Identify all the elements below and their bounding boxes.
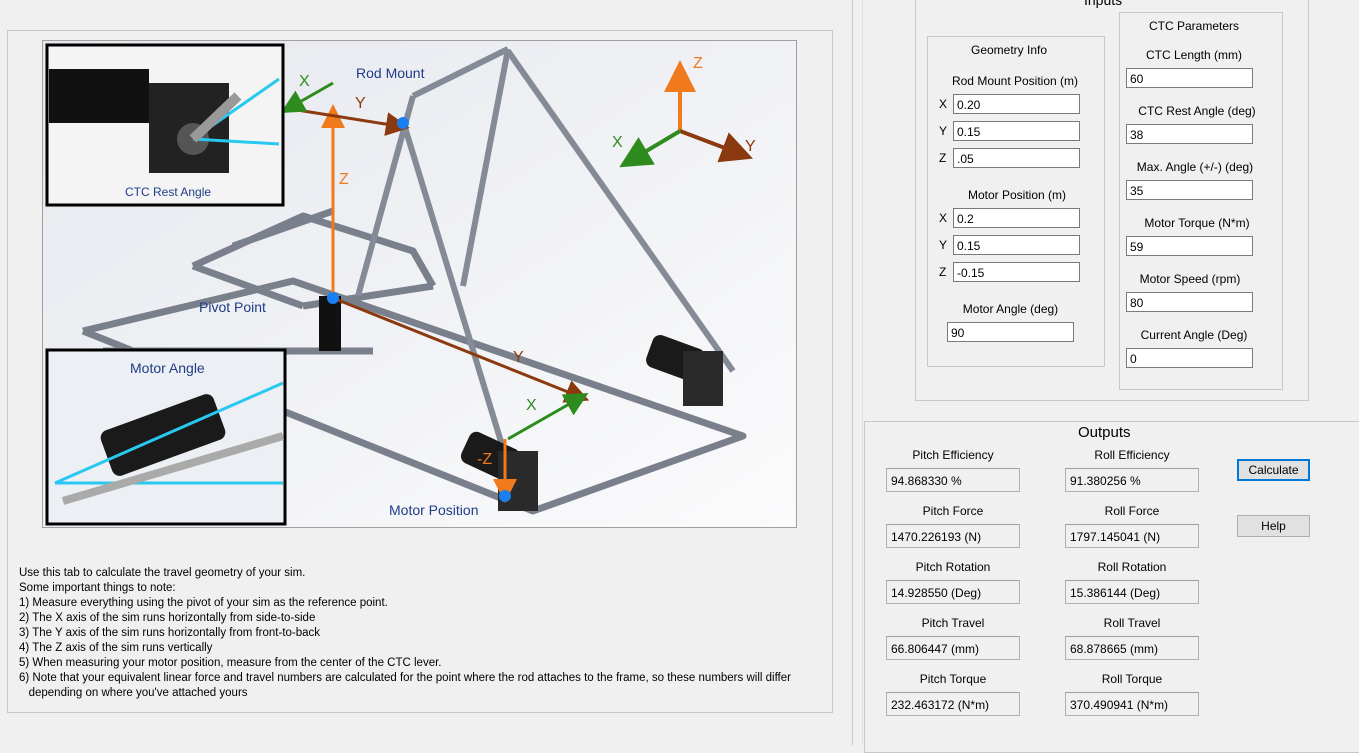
instruction-line: depending on where you've attached yours bbox=[19, 687, 248, 699]
rod-x-vector bbox=[280, 81, 334, 113]
roll-efficiency-label: Roll Efficiency bbox=[1094, 448, 1170, 462]
pitch-torque-value: 232.463172 (N*m) bbox=[886, 692, 1020, 716]
motor-neg-z-label: -Z bbox=[477, 451, 493, 468]
ctc-length-label: CTC Length (mm) bbox=[1145, 48, 1243, 62]
instruction-line: 3) The Y axis of the sim runs horizontal… bbox=[19, 627, 321, 639]
pitch-force-value: 1470.226193 (N) bbox=[886, 524, 1020, 548]
calculate-button[interactable]: Calculate bbox=[1237, 459, 1310, 481]
motor-angle-input[interactable]: 90 bbox=[947, 322, 1074, 342]
pivot-post bbox=[319, 296, 341, 351]
pitch-efficiency-value: 94.868330 % bbox=[886, 468, 1020, 492]
ctc-length-input[interactable]: 60 bbox=[1126, 68, 1253, 88]
motor-y-vector bbox=[332, 296, 590, 403]
instruction-line: 6) Note that your equivalent linear forc… bbox=[19, 672, 791, 684]
motor-position-marker bbox=[499, 490, 511, 502]
instruction-line: Use this tab to calculate the travel geo… bbox=[19, 567, 306, 579]
roll-travel-value: 68.878665 (mm) bbox=[1065, 636, 1199, 660]
pivot-point-marker bbox=[327, 292, 339, 304]
rod-y-axis-label: Y bbox=[939, 124, 948, 138]
motor-right bbox=[646, 335, 723, 406]
rod-mount-x-input[interactable]: 0.20 bbox=[953, 94, 1080, 114]
motor-speed-label: Motor Speed (rpm) bbox=[1139, 272, 1241, 286]
rod-x-label: X bbox=[299, 73, 310, 90]
max-angle-label: Max. Angle (+/-) (deg) bbox=[1136, 160, 1254, 174]
motor-y-axis-label: Y bbox=[939, 238, 948, 252]
motor-x-axis-label: X bbox=[939, 211, 948, 225]
motor-x-label: X bbox=[526, 397, 537, 414]
motor-speed-input[interactable]: 80 bbox=[1126, 292, 1253, 312]
instruction-line: 4) The Z axis of the sim runs vertically bbox=[19, 642, 213, 654]
pitch-travel-value: 66.806447 (mm) bbox=[886, 636, 1020, 660]
motor-position-y-input[interactable]: 0.15 bbox=[953, 235, 1080, 255]
inputs-title: Inputs bbox=[1082, 0, 1125, 8]
pitch-rotation-label: Pitch Rotation bbox=[915, 560, 991, 574]
outputs-title: Outputs bbox=[1076, 424, 1133, 441]
rod-mount-marker bbox=[397, 117, 409, 129]
roll-rotation-value: 15.386144 (Deg) bbox=[1065, 580, 1199, 604]
pitch-rotation-value: 14.928550 (Deg) bbox=[886, 580, 1020, 604]
rod-x-axis-label: X bbox=[939, 97, 948, 111]
max-angle-input[interactable]: 35 bbox=[1126, 180, 1253, 200]
axis-x-arrow bbox=[619, 129, 682, 168]
inputs-group bbox=[915, 0, 1309, 401]
rod-mount-label: Rod Mount bbox=[356, 65, 425, 81]
roll-force-value: 1797.145041 (N) bbox=[1065, 524, 1199, 548]
roll-travel-label: Roll Travel bbox=[1103, 616, 1161, 630]
instruction-line: 5) When measuring your motor position, m… bbox=[19, 657, 442, 669]
instruction-line: 1) Measure everything using the pivot of… bbox=[19, 597, 388, 609]
rod-mount-position-label: Rod Mount Position (m) bbox=[951, 74, 1079, 88]
motor-position-x-input[interactable]: 0.2 bbox=[953, 208, 1080, 228]
pitch-torque-label: Pitch Torque bbox=[919, 672, 987, 686]
instruction-line: 2) The X axis of the sim runs horizontal… bbox=[19, 612, 316, 624]
roll-torque-label: Roll Torque bbox=[1101, 672, 1163, 686]
ctc-rest-angle-label: CTC Rest Angle (deg) bbox=[1138, 104, 1256, 118]
current-angle-label: Current Angle (Deg) bbox=[1140, 328, 1248, 342]
world-x-label: X bbox=[612, 134, 623, 151]
ctc-rest-angle-input[interactable]: 38 bbox=[1126, 124, 1253, 144]
upright-frame bbox=[355, 46, 736, 482]
motor-angle-inset bbox=[45, 348, 287, 526]
ctc-rest-angle-inset bbox=[45, 43, 285, 207]
current-angle-input[interactable]: 0 bbox=[1126, 348, 1253, 368]
roll-rotation-label: Roll Rotation bbox=[1097, 560, 1167, 574]
rod-z-label: Z bbox=[339, 171, 349, 188]
geometry-info-title: Geometry Info bbox=[970, 43, 1048, 57]
motor-angle-label: Motor Angle (deg) bbox=[962, 302, 1059, 316]
pitch-efficiency-label: Pitch Efficiency bbox=[912, 448, 994, 462]
sim-frame-illustration bbox=[43, 41, 796, 527]
motor-x-vector bbox=[507, 393, 589, 441]
motor-angle-label: Motor Angle bbox=[130, 360, 205, 376]
instruction-line: Some important things to note: bbox=[19, 582, 176, 594]
rod-y-label: Y bbox=[355, 95, 366, 112]
rod-mount-y-input[interactable]: 0.15 bbox=[953, 121, 1080, 141]
ctc-parameters-title: CTC Parameters bbox=[1148, 19, 1240, 33]
geometry-info-group bbox=[927, 36, 1105, 367]
roll-torque-value: 370.490941 (N*m) bbox=[1065, 692, 1199, 716]
pitch-force-label: Pitch Force bbox=[922, 504, 984, 518]
axis-y-arrow bbox=[679, 129, 753, 163]
roll-efficiency-value: 91.380256 % bbox=[1065, 468, 1199, 492]
world-z-label: Z bbox=[693, 55, 703, 72]
ctc-rest-angle-label: CTC Rest Angle bbox=[125, 185, 212, 199]
ctc-parameters-group bbox=[1119, 12, 1283, 390]
sim-geometry-diagram: CTC Rest Angle Motor Angle Rod Mount Piv… bbox=[42, 40, 797, 528]
help-button[interactable]: Help bbox=[1237, 515, 1310, 537]
motor-position-label: Motor Position (m) bbox=[967, 188, 1067, 202]
motor-y-label: Y bbox=[513, 349, 524, 366]
world-y-label: Y bbox=[745, 138, 756, 155]
motor-torque-input[interactable]: 59 bbox=[1126, 236, 1253, 256]
motor-position-label: Motor Position bbox=[389, 502, 479, 518]
pitch-travel-label: Pitch Travel bbox=[921, 616, 985, 630]
rod-z-axis-label: Z bbox=[939, 151, 947, 165]
roll-force-label: Roll Force bbox=[1104, 504, 1160, 518]
motor-z-axis-label: Z bbox=[939, 265, 947, 279]
rod-y-vector bbox=[290, 107, 410, 136]
motor-torque-label: Motor Torque (N*m) bbox=[1144, 216, 1250, 230]
divider bbox=[852, 0, 853, 745]
instructions-text: Use this tab to calculate the travel geo… bbox=[19, 566, 831, 701]
pivot-point-label: Pivot Point bbox=[199, 299, 266, 315]
motor-position-z-input[interactable]: -0.15 bbox=[953, 262, 1080, 282]
divider bbox=[862, 0, 863, 745]
rod-mount-z-input[interactable]: .05 bbox=[953, 148, 1080, 168]
